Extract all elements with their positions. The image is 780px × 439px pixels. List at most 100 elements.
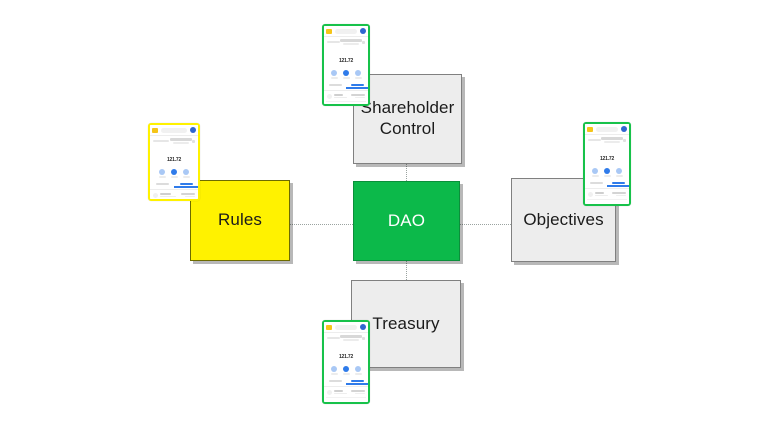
transaction-value <box>355 392 365 395</box>
avatar[interactable] <box>360 324 366 330</box>
account-selector[interactable] <box>150 136 198 145</box>
phone-tabs <box>324 378 368 387</box>
send-icon <box>159 169 165 175</box>
receive-icon <box>171 169 177 175</box>
network-selector[interactable] <box>335 28 357 34</box>
avatar[interactable] <box>190 127 196 133</box>
send-icon <box>331 366 337 372</box>
tokens-tab[interactable] <box>150 181 174 189</box>
activity-tab[interactable] <box>346 82 368 90</box>
avatar[interactable] <box>621 126 627 132</box>
send-label <box>591 175 599 177</box>
activity-tab-underline <box>346 383 368 385</box>
phone-screen: 121.72 <box>585 124 629 204</box>
account-name <box>601 137 624 140</box>
phone-mockup-shareholder[interactable]: 121.72 <box>322 24 370 106</box>
node-rules[interactable]: Rules <box>190 180 290 261</box>
balance-amount: 121.72 <box>338 354 354 360</box>
activity-tab[interactable] <box>346 378 368 386</box>
node-dao-center[interactable]: DAO <box>353 181 460 261</box>
transaction-row[interactable] <box>326 92 366 102</box>
account-selector[interactable] <box>324 333 368 342</box>
activity-tab-label <box>179 182 193 185</box>
activity-tab[interactable] <box>607 180 629 188</box>
receive-action[interactable] <box>603 168 611 177</box>
swap-action[interactable] <box>615 168 623 177</box>
send-action[interactable] <box>330 70 338 79</box>
action-buttons <box>324 365 368 378</box>
transaction-info <box>334 389 349 395</box>
swap-action[interactable] <box>182 169 190 178</box>
transaction-row[interactable] <box>587 202 627 204</box>
transaction-value <box>616 194 626 197</box>
transaction-subtitle <box>334 392 347 395</box>
token-icon <box>588 191 593 197</box>
tokens-tab[interactable] <box>324 378 346 386</box>
menu-dots-icon[interactable] <box>362 40 365 44</box>
transaction-row[interactable] <box>326 388 366 398</box>
phone-mockup-treasury[interactable]: 121.72 <box>322 320 370 404</box>
transaction-amount <box>612 191 626 194</box>
menu-dots-icon[interactable] <box>623 138 626 142</box>
receive-label <box>170 176 178 178</box>
phone-header <box>324 322 368 333</box>
node-shareholder-control[interactable]: Shareholder Control <box>353 74 462 164</box>
node-treasury-label: Treasury <box>372 313 440 333</box>
token-icon <box>153 192 158 198</box>
node-label-line1: Shareholder <box>360 98 455 118</box>
activity-tab-label <box>350 379 364 382</box>
tokens-tab[interactable] <box>324 82 346 90</box>
activity-tab[interactable] <box>174 181 198 189</box>
tokens-tab[interactable] <box>585 180 607 188</box>
balance-amount: 121.72 <box>166 157 182 163</box>
account-address <box>604 141 621 143</box>
transaction-title <box>595 203 604 204</box>
transaction-row[interactable] <box>326 104 366 105</box>
send-action[interactable] <box>591 168 599 177</box>
avatar[interactable] <box>360 28 366 34</box>
transaction-title <box>334 93 343 96</box>
transaction-amount-block <box>612 203 626 204</box>
tokens-tab-underline <box>324 383 346 385</box>
transaction-row[interactable] <box>587 190 627 200</box>
swap-label <box>182 176 190 178</box>
transaction-amount-block <box>351 93 365 99</box>
connector-bottom <box>406 261 407 280</box>
node-shareholder-control-label: Shareholder Control <box>355 98 461 139</box>
network-selector[interactable] <box>161 127 187 133</box>
transaction-subtitle <box>160 195 177 198</box>
swap-label <box>615 175 623 177</box>
transaction-info <box>160 192 179 198</box>
receive-action[interactable] <box>170 169 178 178</box>
transaction-amount <box>612 203 626 204</box>
token-icon <box>327 93 332 99</box>
receive-action[interactable] <box>342 70 350 79</box>
send-action[interactable] <box>158 169 166 178</box>
network-selector[interactable] <box>596 126 618 132</box>
phone-header <box>324 26 368 37</box>
phone-header <box>585 124 629 135</box>
send-action[interactable] <box>330 366 338 375</box>
swap-action[interactable] <box>354 366 362 375</box>
tokens-tab-underline <box>150 186 174 188</box>
transaction-value <box>185 195 195 198</box>
account-address <box>343 43 360 45</box>
account-selector[interactable] <box>324 37 368 46</box>
balance-block: 121.72 <box>324 46 368 69</box>
back-chevron-icon <box>588 139 602 141</box>
phone-screen: 121.72 <box>324 322 368 402</box>
transaction-amount <box>351 401 365 402</box>
menu-dots-icon[interactable] <box>192 139 195 143</box>
node-rules-label: Rules <box>218 210 262 230</box>
phone-mockup-rules[interactable]: 121.72 <box>148 123 200 201</box>
node-dao-label: DAO <box>387 210 426 230</box>
transaction-row[interactable] <box>152 191 196 200</box>
phone-mockup-objectives[interactable]: 121.72 <box>583 122 631 206</box>
swap-action[interactable] <box>354 70 362 79</box>
receive-action[interactable] <box>342 366 350 375</box>
account-selector[interactable] <box>585 135 629 144</box>
transaction-row[interactable] <box>326 400 366 402</box>
network-selector[interactable] <box>335 324 357 330</box>
node-objectives-label: Objectives <box>523 209 604 229</box>
menu-dots-icon[interactable] <box>362 336 365 340</box>
